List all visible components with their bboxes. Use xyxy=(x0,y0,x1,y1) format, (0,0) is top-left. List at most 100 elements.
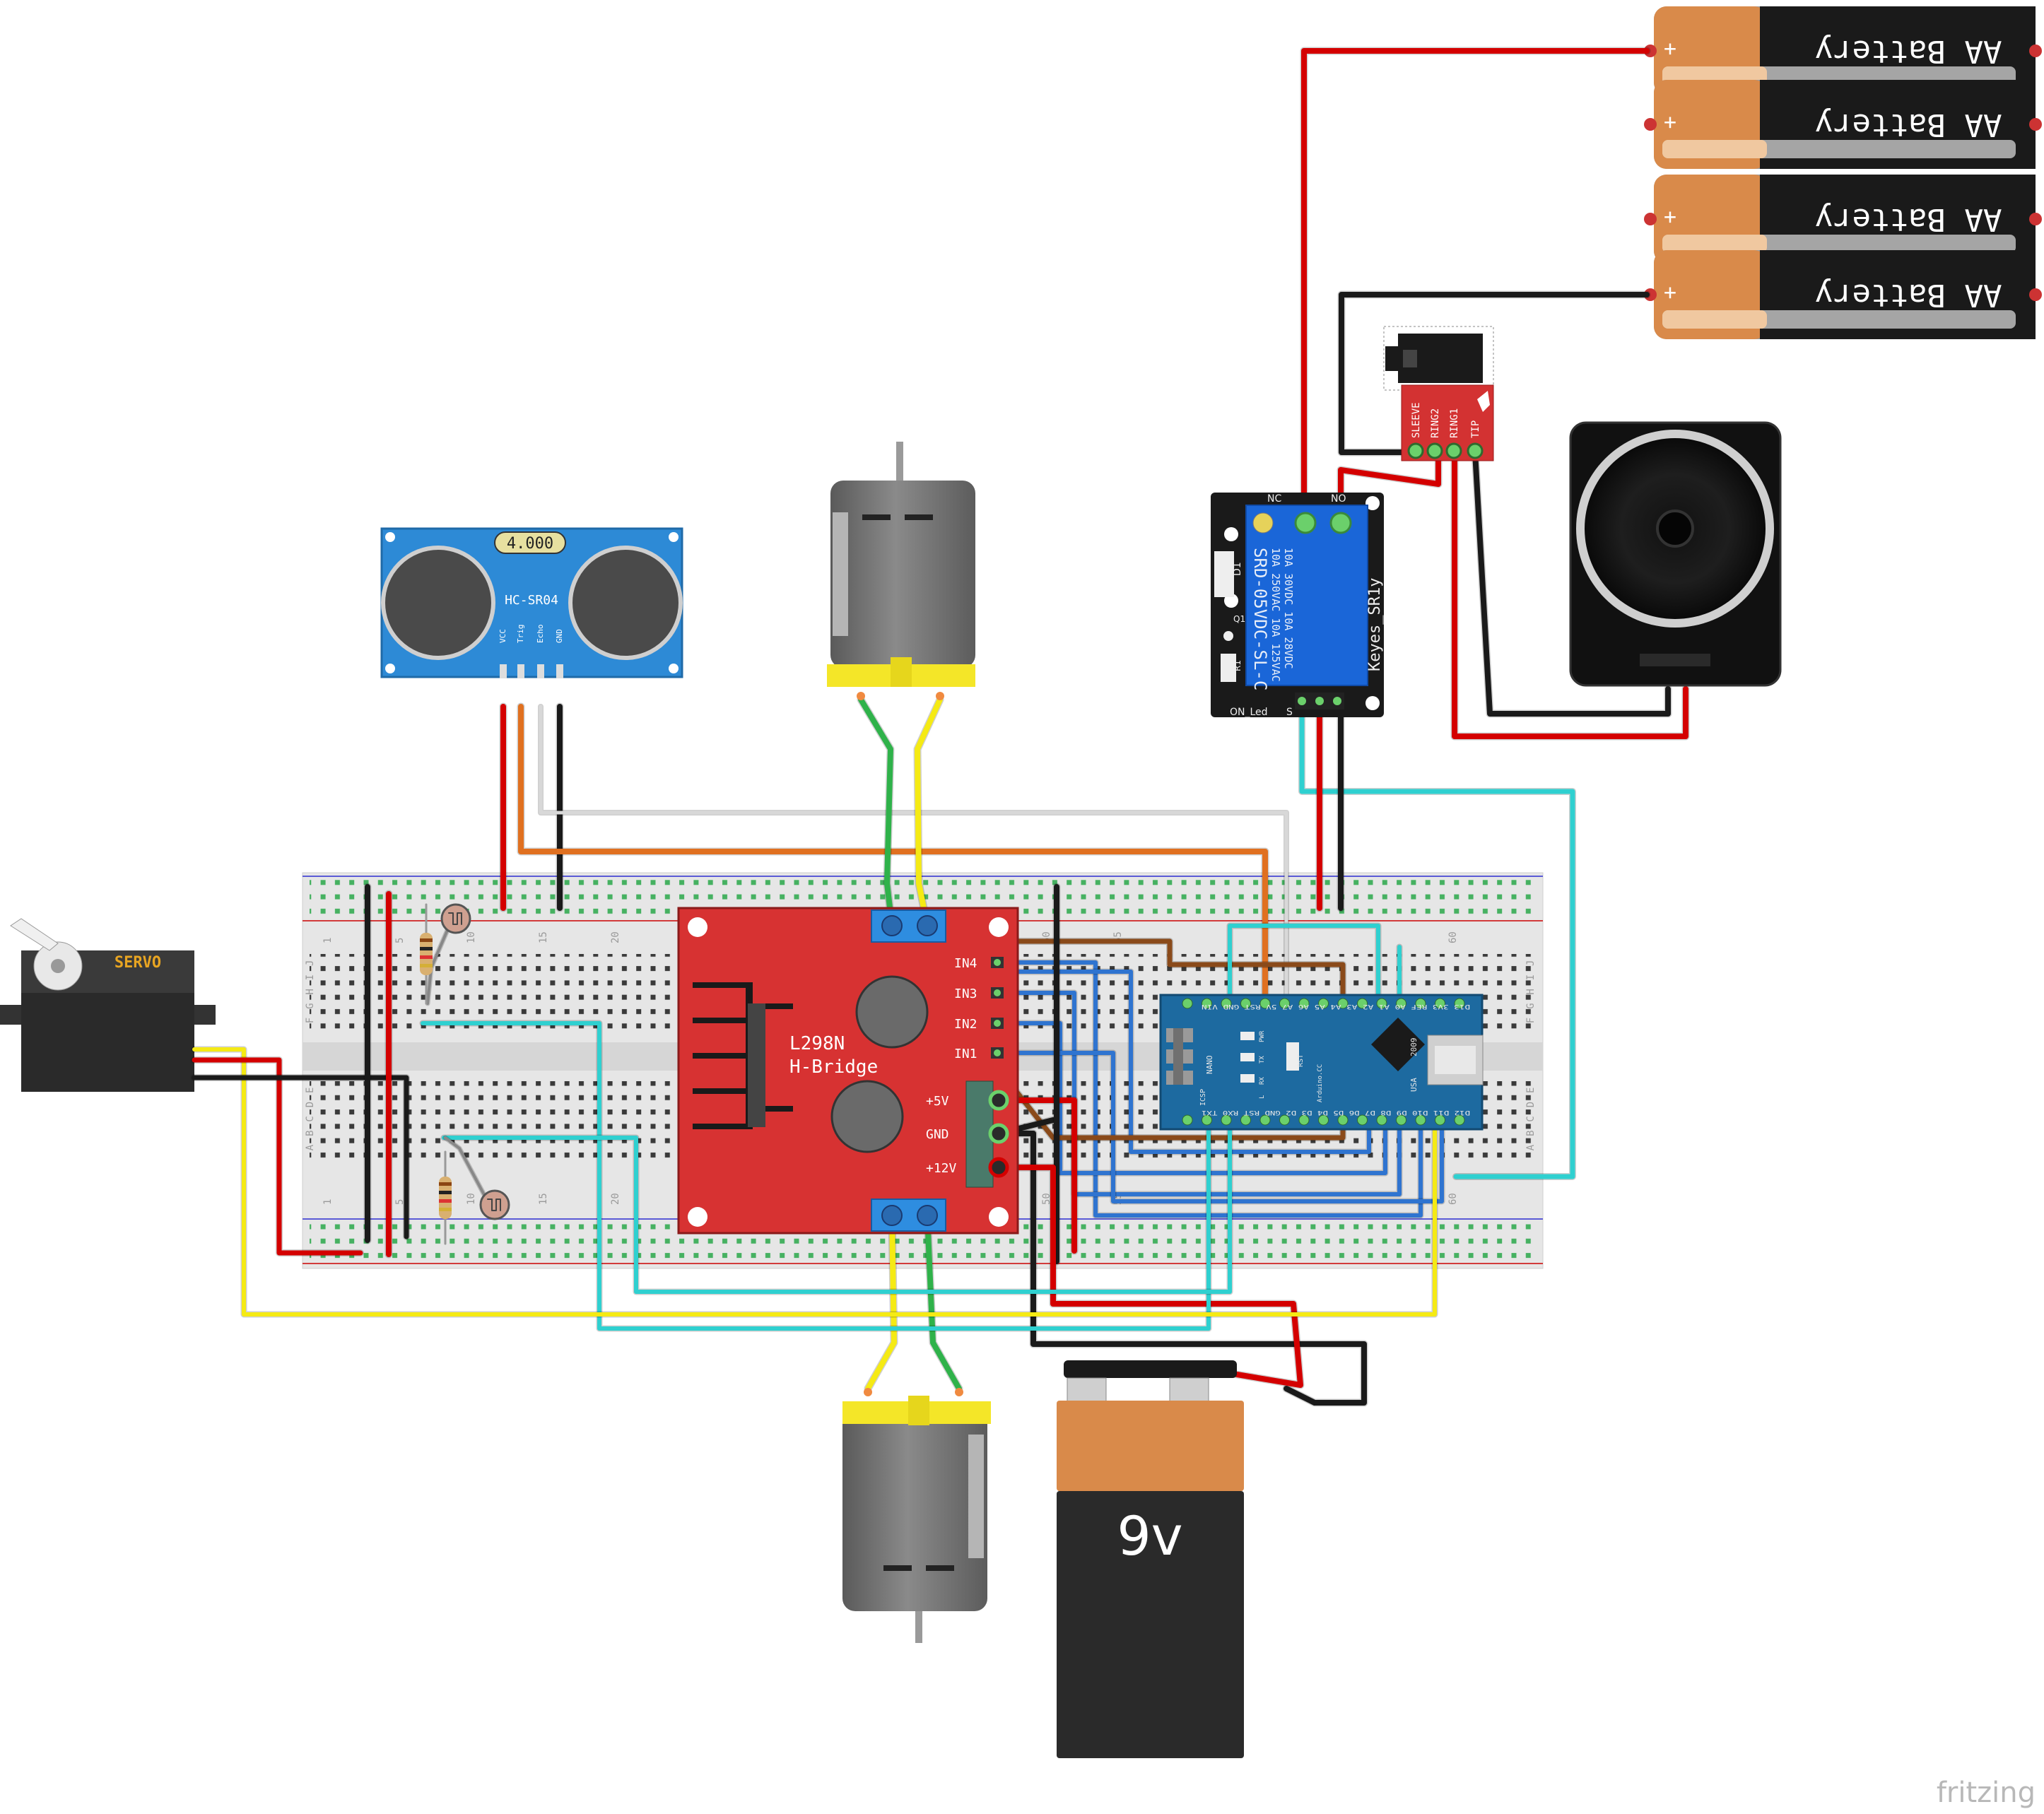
breadboard-row-letter: H xyxy=(305,989,316,994)
breadboard-row-letter: F xyxy=(305,1018,316,1023)
breadboard-row-letter: G xyxy=(305,1003,316,1008)
breadboard-col-number: 15 xyxy=(538,1193,549,1205)
breadboard-row-letter: E xyxy=(305,1088,316,1093)
l298n-power-label: +5V xyxy=(926,1094,949,1109)
l298n-input-label: IN4 xyxy=(954,956,977,971)
wires xyxy=(191,47,1690,1407)
photoresistor xyxy=(479,1189,510,1220)
breadboard-row-letter: I xyxy=(305,974,316,980)
relay-r1: R1 xyxy=(1233,660,1243,671)
breadboard-row-letter: B xyxy=(305,1130,316,1136)
resistor xyxy=(439,1150,452,1245)
arduino-led-l: L xyxy=(1259,1095,1266,1099)
arduino-year: 2009 xyxy=(1409,1038,1419,1057)
aa-battery: +AA Battery- xyxy=(1644,175,2042,264)
arduino-led-rx: RX xyxy=(1259,1077,1266,1085)
breadboard-row-letter: A xyxy=(305,1144,316,1150)
arduino-nano-label: NANO xyxy=(1205,1056,1214,1075)
l298n-input-label: IN1 xyxy=(954,1047,977,1061)
ultrasonic-pin-label: Trig xyxy=(516,625,525,644)
wire-motor-bottom-a xyxy=(865,1213,897,1391)
wire-ena xyxy=(1002,970,1371,1154)
arduino-led-tx: TX xyxy=(1259,1056,1266,1064)
breadboard-col-number: 60 xyxy=(1447,1193,1459,1205)
relay-spec-2: 10A 30VDC 10A 28VDC xyxy=(1282,548,1295,669)
breadboard-row-letter: J xyxy=(305,960,316,966)
breadboard-col-number: 50 xyxy=(1041,1193,1052,1205)
wire-jack-to-speaker-red xyxy=(1452,449,1688,739)
ultrasonic-model: HC-SR04 xyxy=(505,593,558,608)
breadboard-col-number: 15 xyxy=(538,931,549,943)
audio-jack-pin-label: RING1 xyxy=(1449,408,1460,438)
wire-5v xyxy=(996,1097,1077,1254)
wire-battery-positive xyxy=(1301,48,1650,526)
wire-servo-signal xyxy=(192,1047,1437,1317)
l298n-power-label: +12V xyxy=(926,1161,957,1176)
ultrasonic-pin-label: Echo xyxy=(536,625,545,644)
breadboard-col-number: 60 xyxy=(1447,931,1459,943)
aa-battery-minus: - xyxy=(1986,110,1999,135)
l298n-power-label: GND xyxy=(926,1127,949,1142)
relay-no: NO xyxy=(1331,493,1346,505)
breadboard-row-letter: I xyxy=(1525,974,1537,980)
arduino-bottom-pin-labels: D12 D11 D10 D9 D8 D7 D6 D5 D4 D3 D2 GND … xyxy=(1202,1109,1470,1116)
ultrasonic-pin-label: GND xyxy=(555,629,564,643)
l298n-input-label: IN3 xyxy=(954,986,977,1001)
aa-battery: +AA Battery- xyxy=(1644,250,2042,339)
relay-nc: NC xyxy=(1267,493,1281,505)
battery-9v-label: 9v xyxy=(1117,1504,1182,1567)
l298n-subtitle: H-Bridge xyxy=(789,1056,878,1078)
l298n-input-label: IN2 xyxy=(954,1017,977,1032)
wire-battery-negative xyxy=(1339,292,1650,455)
breadboard-row-letter: C xyxy=(1525,1116,1537,1121)
arduino-cc-label: Arduino.CC xyxy=(1317,1064,1324,1102)
aa-battery-minus: - xyxy=(1986,37,1999,61)
wire-9v-negative xyxy=(996,1131,1367,1406)
breadboard-col-number: 1 xyxy=(322,938,334,943)
resistor xyxy=(420,903,433,1005)
wire-servo-vcc xyxy=(192,1057,363,1256)
relay-spec-1: 10A 250VAC 10A 125VAC xyxy=(1269,548,1282,682)
l298n-title: L298N xyxy=(789,1033,845,1054)
servo-motor: SERVO xyxy=(0,918,216,1092)
aa-battery-plus: + xyxy=(1664,205,1676,230)
aa-battery-label: AA Battery xyxy=(1815,33,2002,69)
audio-jack-pin-label: SLEEVE xyxy=(1411,402,1422,438)
aa-battery-pack: +AA Battery-+AA Battery-+AA Battery-+AA … xyxy=(1644,6,2042,339)
wire-in1 xyxy=(1002,1051,1444,1203)
wire-brown-2 xyxy=(1001,1073,1346,1141)
breadboard-col-number: 5 xyxy=(394,1199,406,1205)
ultrasonic-display: 4.000 xyxy=(507,535,553,553)
aa-battery-minus: - xyxy=(1986,205,1999,230)
speaker xyxy=(1569,421,1782,687)
breadboard-col-number: 20 xyxy=(610,931,621,943)
arduino-rst: RST xyxy=(1297,1054,1305,1067)
audio-jack-pin-label: TIP xyxy=(1470,420,1481,438)
breadboard-col-number: 10 xyxy=(466,931,477,943)
dc-motor-top xyxy=(827,442,975,700)
wire-ldr-1 xyxy=(421,1001,1211,1331)
wire-motor-bottom-b xyxy=(924,1213,962,1391)
wire-jack-to-speaker-black xyxy=(1472,449,1671,717)
wire-ultrasonic-trig xyxy=(518,704,1268,1119)
breadboard-row-letter: B xyxy=(1525,1130,1537,1136)
breadboard-row-letter: J xyxy=(1525,960,1537,966)
arduino-usa: USA xyxy=(1409,1078,1419,1092)
arduino-nano: D13 3V3 REF A0 A1 A2 A3 A4 A5 A6 A7 5V R… xyxy=(1159,994,1484,1131)
breadboard-col-number: 5 xyxy=(394,938,406,943)
servo-label: SERVO xyxy=(114,954,161,972)
relay-led-label: ON_Led xyxy=(1230,707,1268,718)
photoresistor xyxy=(440,903,471,934)
relay-spec-0: SRD-05VDC-SL-C xyxy=(1250,548,1270,690)
breadboard-row-letter: C xyxy=(305,1116,316,1121)
relay-d1: D1 xyxy=(1232,562,1243,576)
battery-9v: 9v xyxy=(1057,1360,1244,1758)
relay-s-label: S xyxy=(1286,707,1293,718)
breadboard-row-letter: D xyxy=(1525,1102,1537,1107)
wire-motor-top-b xyxy=(915,697,943,929)
